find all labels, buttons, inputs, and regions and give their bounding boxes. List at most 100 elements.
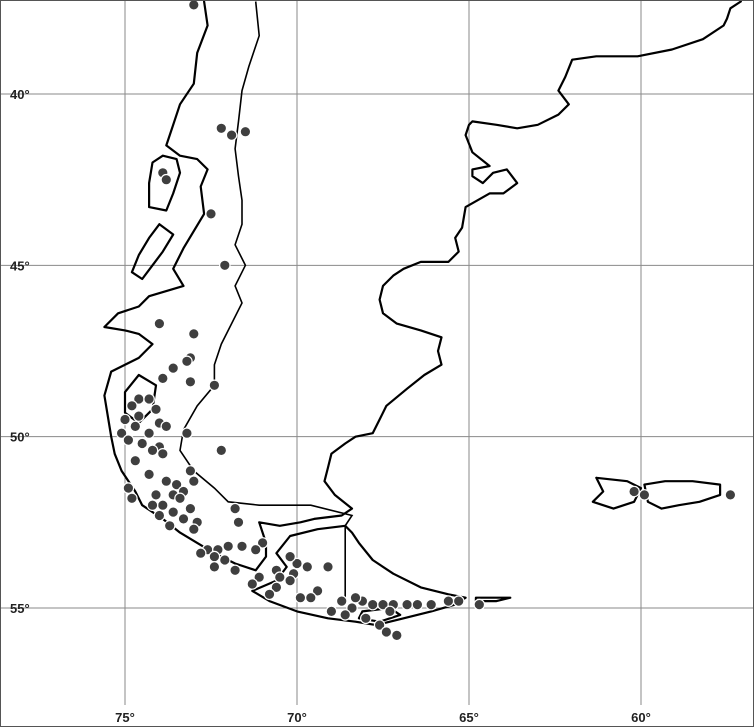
occurrence-point (126, 492, 138, 505)
longitude-tick-label: 65° (459, 710, 479, 725)
occurrence-point (411, 598, 424, 611)
occurrence-point (236, 540, 248, 553)
occurrence-point (146, 444, 159, 457)
tick-labels: 75°70°65°60°40°45°50°55° (10, 87, 651, 725)
occurrence-point (208, 379, 221, 392)
occurrence-point (284, 574, 296, 587)
occurrence-point (304, 591, 317, 604)
occurrence-point (284, 550, 296, 563)
occurrence-point (188, 523, 200, 535)
occurrence-point (301, 561, 314, 573)
occurrence-point (246, 578, 259, 590)
occurrence-point (150, 403, 162, 416)
occurrence-point (122, 482, 135, 494)
occurrence-point (473, 598, 486, 611)
occurrence-point (146, 499, 159, 511)
occurrence-point (174, 492, 186, 505)
occurrence-point (163, 519, 176, 532)
occurrence-point (339, 609, 351, 621)
occurrence-point (425, 598, 437, 611)
occurrence-point (184, 502, 197, 515)
occurrence-point (380, 626, 393, 638)
occurrence-point (311, 585, 324, 597)
occurrence-point (170, 478, 183, 491)
occurrence-point (263, 588, 276, 601)
occurrence-point (208, 550, 221, 563)
occurrence-point (205, 208, 217, 220)
occurrence-point (366, 598, 379, 611)
coastlines (103, 0, 742, 627)
occurrence-point (401, 598, 413, 611)
occurrence-point (157, 372, 169, 385)
occurrence-point (253, 571, 266, 583)
occurrence-point (184, 375, 197, 388)
occurrence-point (150, 489, 162, 501)
occurrence-point (222, 540, 234, 553)
occurrence-point (452, 595, 465, 607)
occurrence-point (229, 502, 241, 515)
occurrence-point (181, 355, 193, 368)
occurrence-point (325, 605, 338, 618)
latitude-tick-label: 50° (10, 430, 30, 445)
west-falkland-outline (591, 476, 643, 510)
chonos-archipelago-outline (130, 223, 175, 281)
occurrence-point (115, 427, 128, 439)
occurrence-point (208, 561, 221, 573)
occurrence-point (273, 571, 286, 583)
occurrence-point (153, 509, 166, 522)
occurrence-point (188, 0, 200, 11)
occurrence-point (239, 125, 252, 138)
occurrence-point (157, 499, 169, 511)
occurrence-point (229, 564, 241, 577)
occurrence-point (122, 434, 135, 446)
occurrence-point (638, 489, 651, 501)
latitude-tick-label: 40° (10, 87, 30, 102)
occurrence-point (184, 465, 197, 477)
occurrence-point (346, 602, 358, 614)
graticule (0, 0, 754, 705)
occurrence-point (167, 362, 179, 374)
occurrence-point (359, 612, 372, 625)
occurrence-point (126, 399, 138, 412)
occurrence-point (291, 557, 303, 570)
occurrence-point (157, 447, 169, 460)
occurrence-point (349, 591, 362, 604)
occurrence-point (194, 547, 207, 559)
occurrence-point (442, 595, 455, 607)
occurrence-point (143, 393, 155, 405)
occurrence-point (160, 475, 173, 487)
occurrence-point (167, 506, 179, 518)
occurrence-point (153, 317, 166, 330)
east-falkland-outline (643, 480, 722, 510)
occurrence-point (160, 173, 173, 186)
occurrence-point (335, 595, 348, 607)
longitude-tick-label: 75° (115, 710, 135, 725)
occurrence-point (160, 420, 173, 433)
occurrence-point (390, 629, 403, 642)
occurrence-point (373, 619, 386, 631)
occurrence-point (219, 259, 231, 272)
occurrence-point (219, 554, 231, 566)
occurrence-point (188, 475, 200, 487)
longitude-tick-label: 60° (631, 710, 651, 725)
occurrence-point (256, 537, 269, 549)
occurrence-point (384, 605, 396, 618)
longitude-tick-label: 70° (287, 710, 307, 725)
occurrence-point (215, 444, 228, 457)
occurrence-point (143, 468, 155, 481)
occurrence-point (270, 581, 283, 594)
occurrence-point (225, 129, 238, 141)
continental-coast-outline (103, 0, 742, 572)
occurrence-point (177, 513, 190, 525)
occurrence-point (322, 561, 334, 573)
occurrence-point (724, 489, 737, 501)
occurrence-point (143, 427, 155, 439)
occurrence-point (215, 122, 228, 135)
occurrence-point (188, 328, 200, 340)
latitude-tick-label: 55° (10, 601, 30, 616)
occurrence-points (115, 0, 737, 642)
occurrence-point (129, 420, 142, 433)
chiloe-island-outline (148, 154, 182, 212)
